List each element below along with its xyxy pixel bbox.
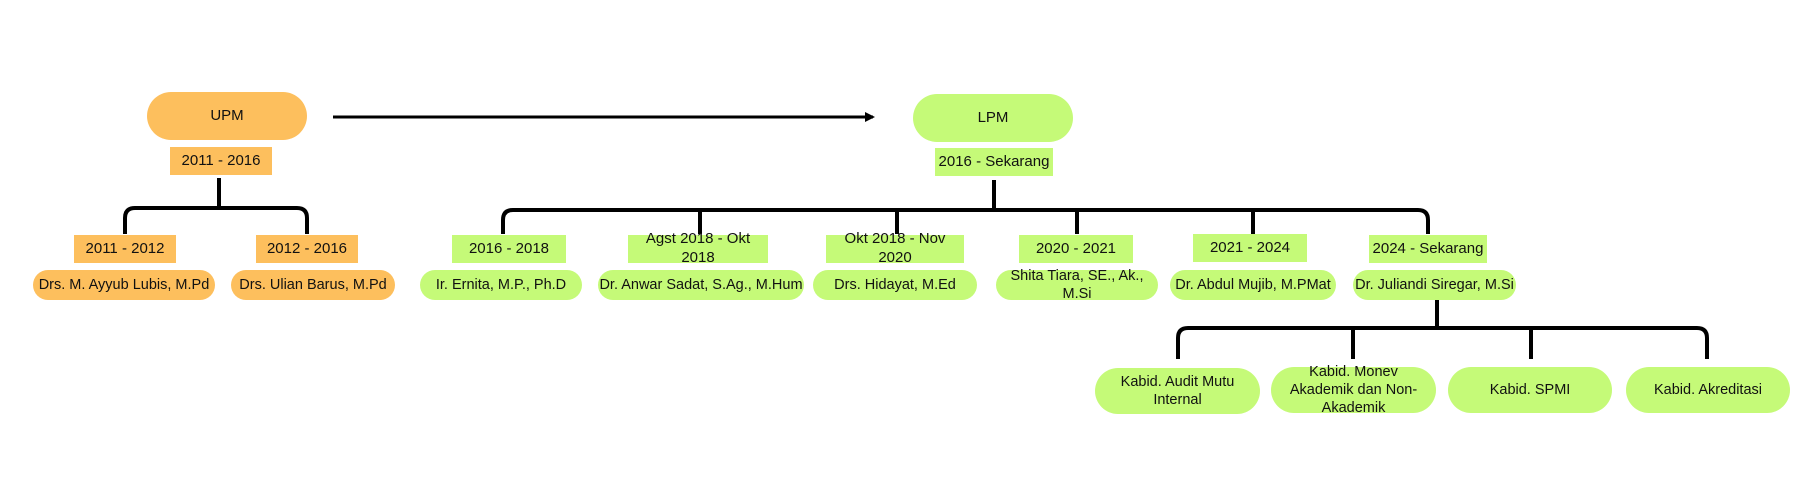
upm-leader-name: Drs. M. Ayyub Lubis, M.Pd: [33, 270, 215, 300]
lpm-branch-connector: [501, 180, 1430, 234]
upm-leader-period: 2011 - 2012: [74, 235, 176, 263]
kabid-branch-connector: [1176, 299, 1709, 359]
upm-leader-name: Drs. Ulian Barus, M.Pd: [231, 270, 395, 300]
division-node: Kabid. Audit Mutu Internal: [1095, 368, 1260, 414]
lpm-leader-period: 2024 - Sekarang: [1369, 235, 1487, 263]
division-node: Kabid. Akreditasi: [1626, 367, 1790, 413]
upm-leader-period: 2012 - 2016: [256, 235, 358, 263]
lpm-leader-period: 2020 - 2021: [1019, 235, 1133, 263]
upm-node: UPM: [147, 92, 307, 140]
lpm-node: LPM: [913, 94, 1073, 142]
lpm-leader-period: Okt 2018 - Nov 2020: [826, 230, 964, 266]
lpm-leader-name: Dr. Juliandi Siregar, M.Si: [1353, 270, 1516, 300]
lpm-leader-name: Dr. Abdul Mujib, M.PMat: [1170, 270, 1336, 300]
upm-branch-connector: [123, 178, 309, 234]
lpm-leader-period: 2016 - 2018: [452, 235, 566, 263]
division-node: Kabid. SPMI: [1448, 367, 1612, 413]
division-node: Kabid. Monev Akademik dan Non-Akademik: [1271, 364, 1436, 416]
lpm-period-label: 2016 - Sekarang: [935, 148, 1053, 176]
lpm-leader-period: Agst 2018 - Okt 2018: [628, 230, 768, 266]
lpm-leader-name: Ir. Ernita, M.P., Ph.D: [420, 270, 582, 300]
lpm-leader-name: Shita Tiara, SE., Ak., M.Si: [996, 268, 1158, 302]
lpm-leader-name: Dr. Anwar Sadat, S.Ag., M.Hum: [598, 270, 804, 300]
lpm-leader-period: 2021 - 2024: [1193, 234, 1307, 262]
upm-period-label: 2011 - 2016: [170, 147, 272, 175]
lpm-leader-name: Drs. Hidayat, M.Ed: [813, 270, 977, 300]
